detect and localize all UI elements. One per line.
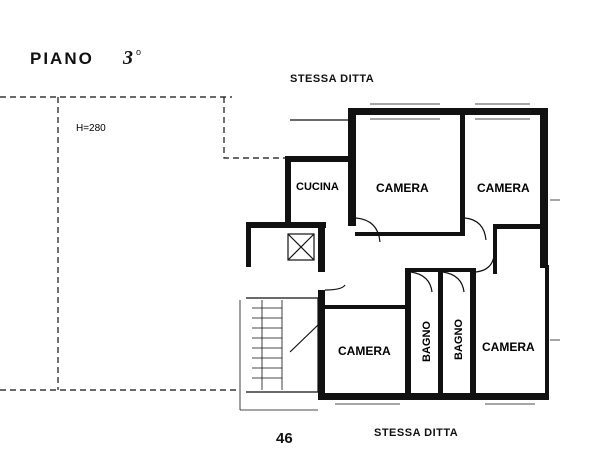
windows	[335, 103, 560, 405]
ceiling-height-note: H=280	[76, 123, 106, 134]
room-label-camera-1: CAMERA	[376, 181, 429, 195]
floor-number: 3	[122, 47, 135, 69]
neighbor-label-bottom: STESSA DITTA	[374, 427, 458, 439]
room-label-camera-3: CAMERA	[338, 344, 391, 358]
room-label-cucina: CUCINA	[296, 181, 339, 193]
exterior-walls	[246, 108, 549, 400]
room-label-camera-2: CAMERA	[477, 181, 530, 195]
page-number: 46	[276, 430, 293, 447]
plan-title: PIANO	[30, 49, 94, 68]
interior-walls	[325, 112, 545, 396]
floor-number-suffix: o	[136, 47, 141, 57]
terrace-outline: H=280	[0, 96, 285, 391]
neighbor-label-top: STESSA DITTA	[290, 73, 374, 85]
room-label-bagno-1: BAGNO	[421, 321, 433, 362]
room-label-camera-4: CAMERA	[482, 340, 535, 354]
room-label-bagno-2: BAGNO	[453, 319, 465, 360]
elevator-shaft	[287, 233, 315, 261]
door-swings	[290, 119, 495, 293]
staircase	[239, 297, 319, 411]
